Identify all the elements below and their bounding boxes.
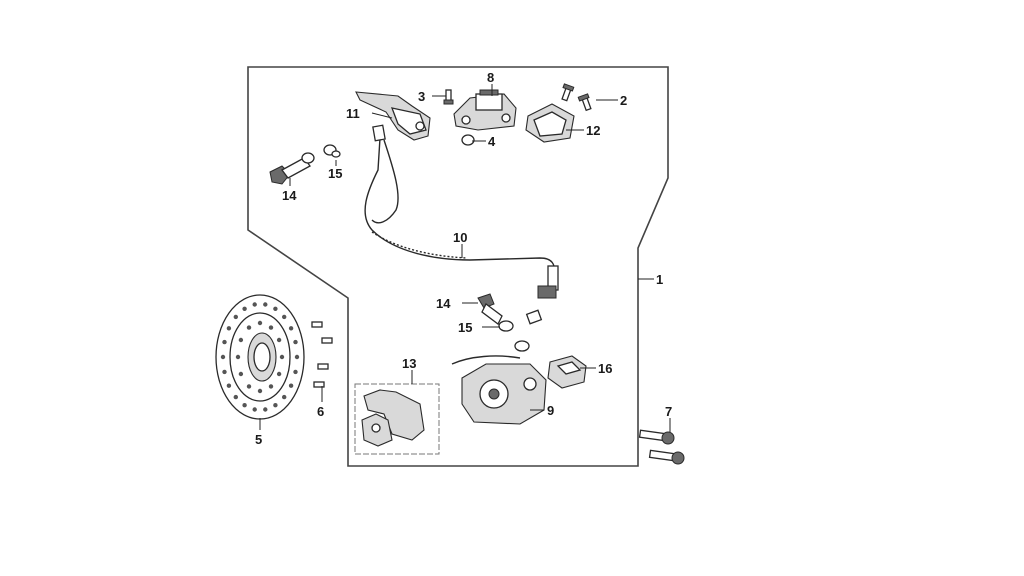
disc-vent-hole xyxy=(233,314,238,320)
callout-15-lower: 15 xyxy=(458,320,472,335)
disc-vent-hole xyxy=(246,325,252,330)
callout-6: 6 xyxy=(317,404,324,419)
callout-12: 12 xyxy=(586,123,600,138)
disc-vent-hole xyxy=(257,320,263,326)
assembly-frame xyxy=(247,66,669,467)
part-5-brake-disc xyxy=(215,294,305,420)
callout-1: 1 xyxy=(656,272,663,287)
part-15-washers-lower xyxy=(498,320,530,352)
disc-vent-hole xyxy=(220,354,226,360)
part-8-master-cylinder xyxy=(453,89,517,131)
part-12-clamp xyxy=(525,103,575,143)
disc-vent-hole xyxy=(238,337,244,343)
part-2-screws xyxy=(561,83,592,112)
disc-vent-hole xyxy=(268,325,274,330)
callout-13: 13 xyxy=(402,356,416,371)
callout-2: 2 xyxy=(620,93,627,108)
part-3-bolt xyxy=(443,89,454,105)
disc-vent-hole xyxy=(263,407,268,412)
part-9-caliper xyxy=(451,355,547,425)
disc-vent-hole xyxy=(263,302,268,307)
disc-vent-hole xyxy=(252,302,257,307)
disc-vent-hole xyxy=(238,371,244,377)
part-14-banjo-bolt-upper xyxy=(269,157,311,185)
disc-vent-hole xyxy=(233,394,238,400)
disc-vent-hole xyxy=(268,384,274,389)
disc-vent-hole xyxy=(226,326,232,331)
part-14-banjo-bolt-lower xyxy=(477,293,503,325)
disc-vent-hole xyxy=(242,403,247,408)
disc-vent-hole xyxy=(242,306,247,311)
disc-vent-hole xyxy=(276,371,282,377)
callout-10: 10 xyxy=(453,230,467,245)
disc-vent-hole xyxy=(222,339,227,345)
disc-vent-hole xyxy=(279,354,285,360)
disc-vent-hole xyxy=(282,314,287,320)
pad-set-frame xyxy=(354,383,440,455)
part-15-washers-upper xyxy=(301,144,341,164)
callout-14-upper: 14 xyxy=(282,188,297,203)
part-7-mounting-bolts xyxy=(638,429,685,465)
part-4-o-ring xyxy=(461,134,475,146)
disc-vent-hole xyxy=(293,369,298,375)
callout-16: 16 xyxy=(598,361,612,376)
callout-5: 5 xyxy=(255,432,262,447)
callout-15-upper: 15 xyxy=(328,166,342,181)
leader-lines xyxy=(259,84,671,432)
callout-3: 3 xyxy=(418,89,425,104)
disc-vent-hole xyxy=(276,337,282,343)
disc-vent-hole xyxy=(293,339,298,345)
callout-labels: 1 2 3 4 5 6 7 8 9 10 11 12 13 14 15 14 1… xyxy=(255,70,672,447)
disc-vent-hole xyxy=(282,394,287,400)
disc-vent-hole xyxy=(288,326,294,331)
part-10-brake-hose xyxy=(364,124,559,325)
part-16-pad-retainer xyxy=(547,355,587,389)
callout-4: 4 xyxy=(488,134,496,149)
part-13-brake-pads xyxy=(361,389,425,447)
part-6-disc-bolts xyxy=(311,321,333,388)
callout-14-lower: 14 xyxy=(436,296,451,311)
disc-vent-hole xyxy=(294,354,300,360)
callout-8: 8 xyxy=(487,70,494,85)
disc-vent-hole xyxy=(273,403,278,408)
disc-vent-hole xyxy=(222,369,227,375)
disc-vent-hole xyxy=(226,383,232,388)
disc-vent-hole xyxy=(252,407,257,412)
callout-7: 7 xyxy=(665,404,672,419)
disc-vent-hole xyxy=(235,354,241,360)
disc-vent-hole xyxy=(273,306,278,311)
disc-vent-hole xyxy=(257,388,263,394)
part-11-lever-bracket xyxy=(355,91,431,141)
callout-9: 9 xyxy=(547,403,554,418)
disc-vent-hole xyxy=(246,384,252,389)
callout-11: 11 xyxy=(346,106,360,121)
disc-vent-hole xyxy=(288,383,294,388)
